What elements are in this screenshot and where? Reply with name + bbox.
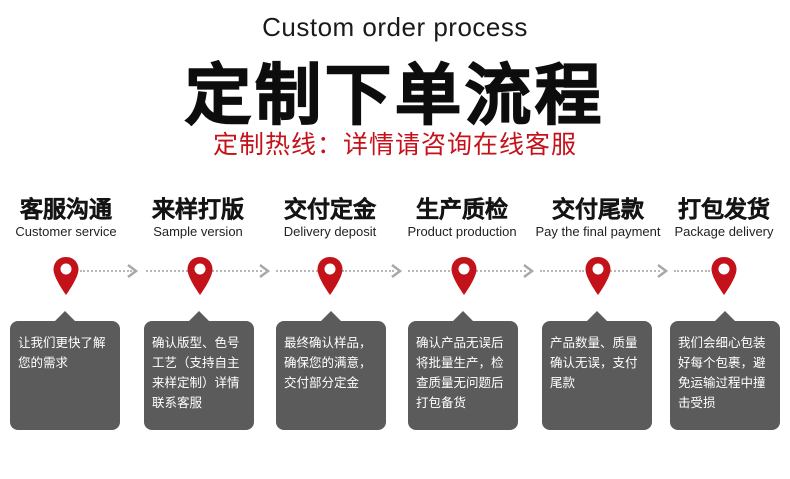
hotline-text: 定制热线：详情请咨询在线客服: [212, 130, 577, 159]
location-pin-icon: [711, 257, 737, 295]
connector-line: [674, 270, 710, 272]
step-description: 产品数量、质量确认无误，支付尾款: [550, 335, 638, 390]
location-pin-icon: [317, 257, 343, 295]
page-title: 定制下单流程: [184, 56, 605, 135]
step-title-en: Delivery deposit: [283, 224, 377, 239]
step-title-en: Pay the final payment: [535, 224, 661, 239]
location-pin-icon: [53, 257, 79, 295]
step-description: 确认版型、色号工艺（支持自主来样定制）详情联系客服: [152, 335, 240, 410]
connector-line: [342, 270, 394, 272]
step-title-cn: 交付尾款: [552, 197, 644, 223]
step-description: 让我们更快了解您的需求: [18, 335, 106, 370]
connector-line: [610, 270, 660, 272]
subtitle-en: Custom order process: [262, 12, 528, 42]
step-title-cn: 打包发货: [678, 197, 770, 223]
step-title-cn: 客服沟通: [20, 197, 112, 223]
step-title-en: Product production: [407, 224, 517, 239]
arrow-right-icon: [391, 264, 402, 278]
location-pin-icon: [187, 257, 213, 295]
step-title-cn: 生产质检: [416, 197, 508, 223]
connector-line: [276, 270, 318, 272]
connector-line: [212, 270, 262, 272]
arrow-right-icon: [259, 264, 270, 278]
step-title-cn: 来样打版: [152, 197, 244, 223]
connector-line: [80, 270, 132, 272]
arrow-right-icon: [523, 264, 534, 278]
step-description-box: 最终确认样品，确保您的满意，交付部分定金: [276, 311, 386, 430]
step-title-en: Sample version: [153, 224, 243, 239]
step-description: 确认产品无误后将批量生产，检查质量无问题后打包备货: [416, 335, 504, 410]
connector-line: [146, 270, 188, 272]
arrow-right-icon: [657, 264, 668, 278]
connector-line: [476, 270, 526, 272]
step-description-box: 确认版型、色号工艺（支持自主来样定制）详情联系客服: [144, 311, 254, 430]
step-description-box: 我们会细心包装好每个包裹，避免运输过程中撞击受损: [670, 311, 780, 430]
step-description: 我们会细心包装好每个包裹，避免运输过程中撞击受损: [678, 335, 766, 410]
step-title-en: Customer service: [15, 224, 117, 239]
step-description-box: 确认产品无误后将批量生产，检查质量无问题后打包备货: [408, 311, 518, 430]
step-title-cn: 交付定金: [284, 197, 376, 223]
step-description-box: 让我们更快了解您的需求: [10, 311, 120, 430]
arrow-right-icon: [127, 264, 138, 278]
location-pin-icon: [451, 257, 477, 295]
step-description: 最终确认样品，确保您的满意，交付部分定金: [284, 335, 372, 390]
step-description-box: 产品数量、质量确认无误，支付尾款: [542, 311, 652, 430]
location-pin-icon: [585, 257, 611, 295]
step-title-en: Package delivery: [674, 224, 774, 239]
connector-line: [540, 270, 584, 272]
connector-line: [408, 270, 450, 272]
